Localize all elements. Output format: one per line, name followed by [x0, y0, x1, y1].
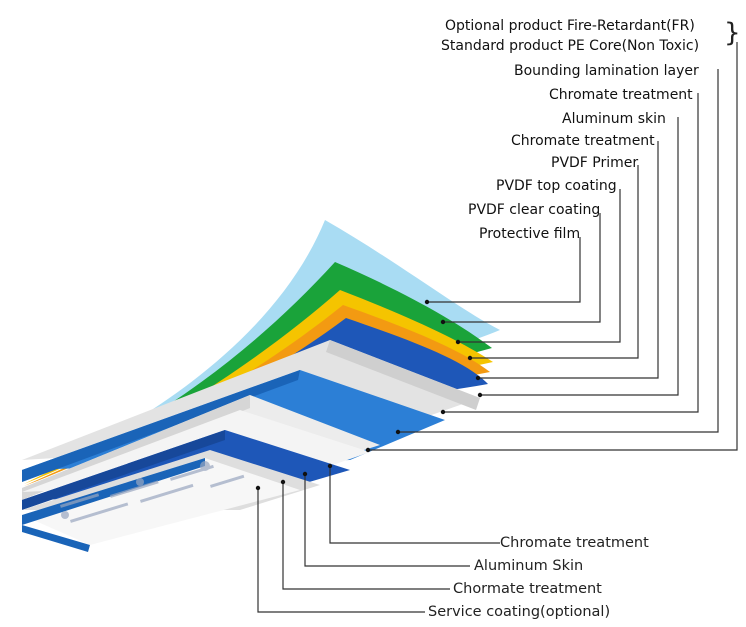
label-bounding-lamination: Bounding lamination layer: [514, 63, 699, 79]
label-chromate-treatment-1: Chromate treatment: [549, 87, 693, 103]
label-fire-retardant: Optional product Fire-Retardant(FR): [445, 18, 695, 34]
label-aluminum-skin: Aluminum skin: [562, 111, 666, 127]
label-aluminum-skin-bottom: Aluminum Skin: [474, 558, 584, 574]
label-service-coating: Service coating(optional): [428, 604, 611, 620]
label-chormate-treatment-bottom: Chormate treatment: [453, 581, 602, 597]
brace-symbol: }: [724, 18, 741, 48]
label-chromate-treatment-bottom: Chromate treatment: [500, 535, 649, 551]
label-pvdf-primer: PVDF Primer: [551, 155, 639, 171]
label-pvdf-clear-coating: PVDF clear coating: [468, 202, 601, 218]
label-pvdf-top-coating: PVDF top coating: [496, 178, 617, 194]
label-pe-core: Standard product PE Core(Non Toxic): [441, 38, 700, 54]
label-chromate-treatment-2: Chromate treatment: [511, 133, 655, 149]
label-protective-film: Protective film: [479, 226, 581, 242]
